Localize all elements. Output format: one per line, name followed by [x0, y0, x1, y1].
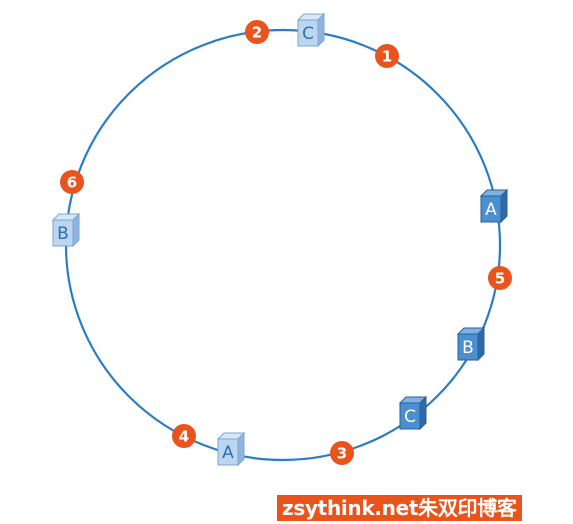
key-badge: 5: [488, 266, 512, 290]
server-node-label: A: [485, 200, 497, 220]
key-badge-label: 3: [337, 445, 347, 463]
key-badge: 2: [245, 20, 269, 44]
server-node-label: A: [222, 443, 234, 463]
key-badge: 6: [60, 170, 84, 194]
server-node-side: [419, 395, 427, 431]
server-node: A: [216, 431, 246, 467]
server-node-side: [72, 212, 80, 248]
key-badge-label: 5: [495, 270, 505, 288]
server-node: C: [398, 395, 428, 431]
key-badge: 3: [330, 441, 354, 465]
key-badge-circle: [245, 20, 269, 44]
key-badge: 4: [172, 424, 196, 448]
server-node-front: [457, 333, 479, 361]
server-node-front: [52, 219, 74, 247]
server-node-label: C: [404, 407, 416, 427]
key-badge-circle: [60, 170, 84, 194]
server-node: B: [456, 326, 486, 362]
server-node-front: [480, 195, 502, 223]
server-node-side: [477, 326, 485, 362]
server-node-label: B: [462, 338, 474, 358]
key-badge-label: 6: [67, 174, 77, 192]
server-node-side: [317, 12, 325, 48]
key-badge: 1: [375, 44, 399, 68]
server-node-side: [237, 431, 245, 467]
server-node-label: B: [57, 224, 69, 244]
server-node-side: [500, 188, 508, 224]
server-node-front: [217, 438, 239, 466]
key-badge-label: 1: [382, 48, 392, 66]
server-node: B: [51, 212, 81, 248]
keys-layer: 1 2 3 4 5 6: [60, 20, 512, 465]
server-node: A: [479, 188, 509, 224]
server-node: C: [296, 12, 326, 48]
key-badge-circle: [375, 44, 399, 68]
nodes-layer: C A B C A B: [51, 12, 509, 467]
key-badge-circle: [488, 266, 512, 290]
key-badge-label: 2: [252, 24, 262, 42]
server-node-label: C: [302, 24, 314, 44]
hash-ring: [64, 28, 502, 462]
server-node-front: [399, 402, 421, 430]
key-badge-circle: [172, 424, 196, 448]
key-badge-label: 4: [179, 428, 189, 446]
key-badge-circle: [330, 441, 354, 465]
server-node-front: [297, 19, 319, 47]
watermark: zsythink.net朱双印博客: [277, 495, 522, 521]
